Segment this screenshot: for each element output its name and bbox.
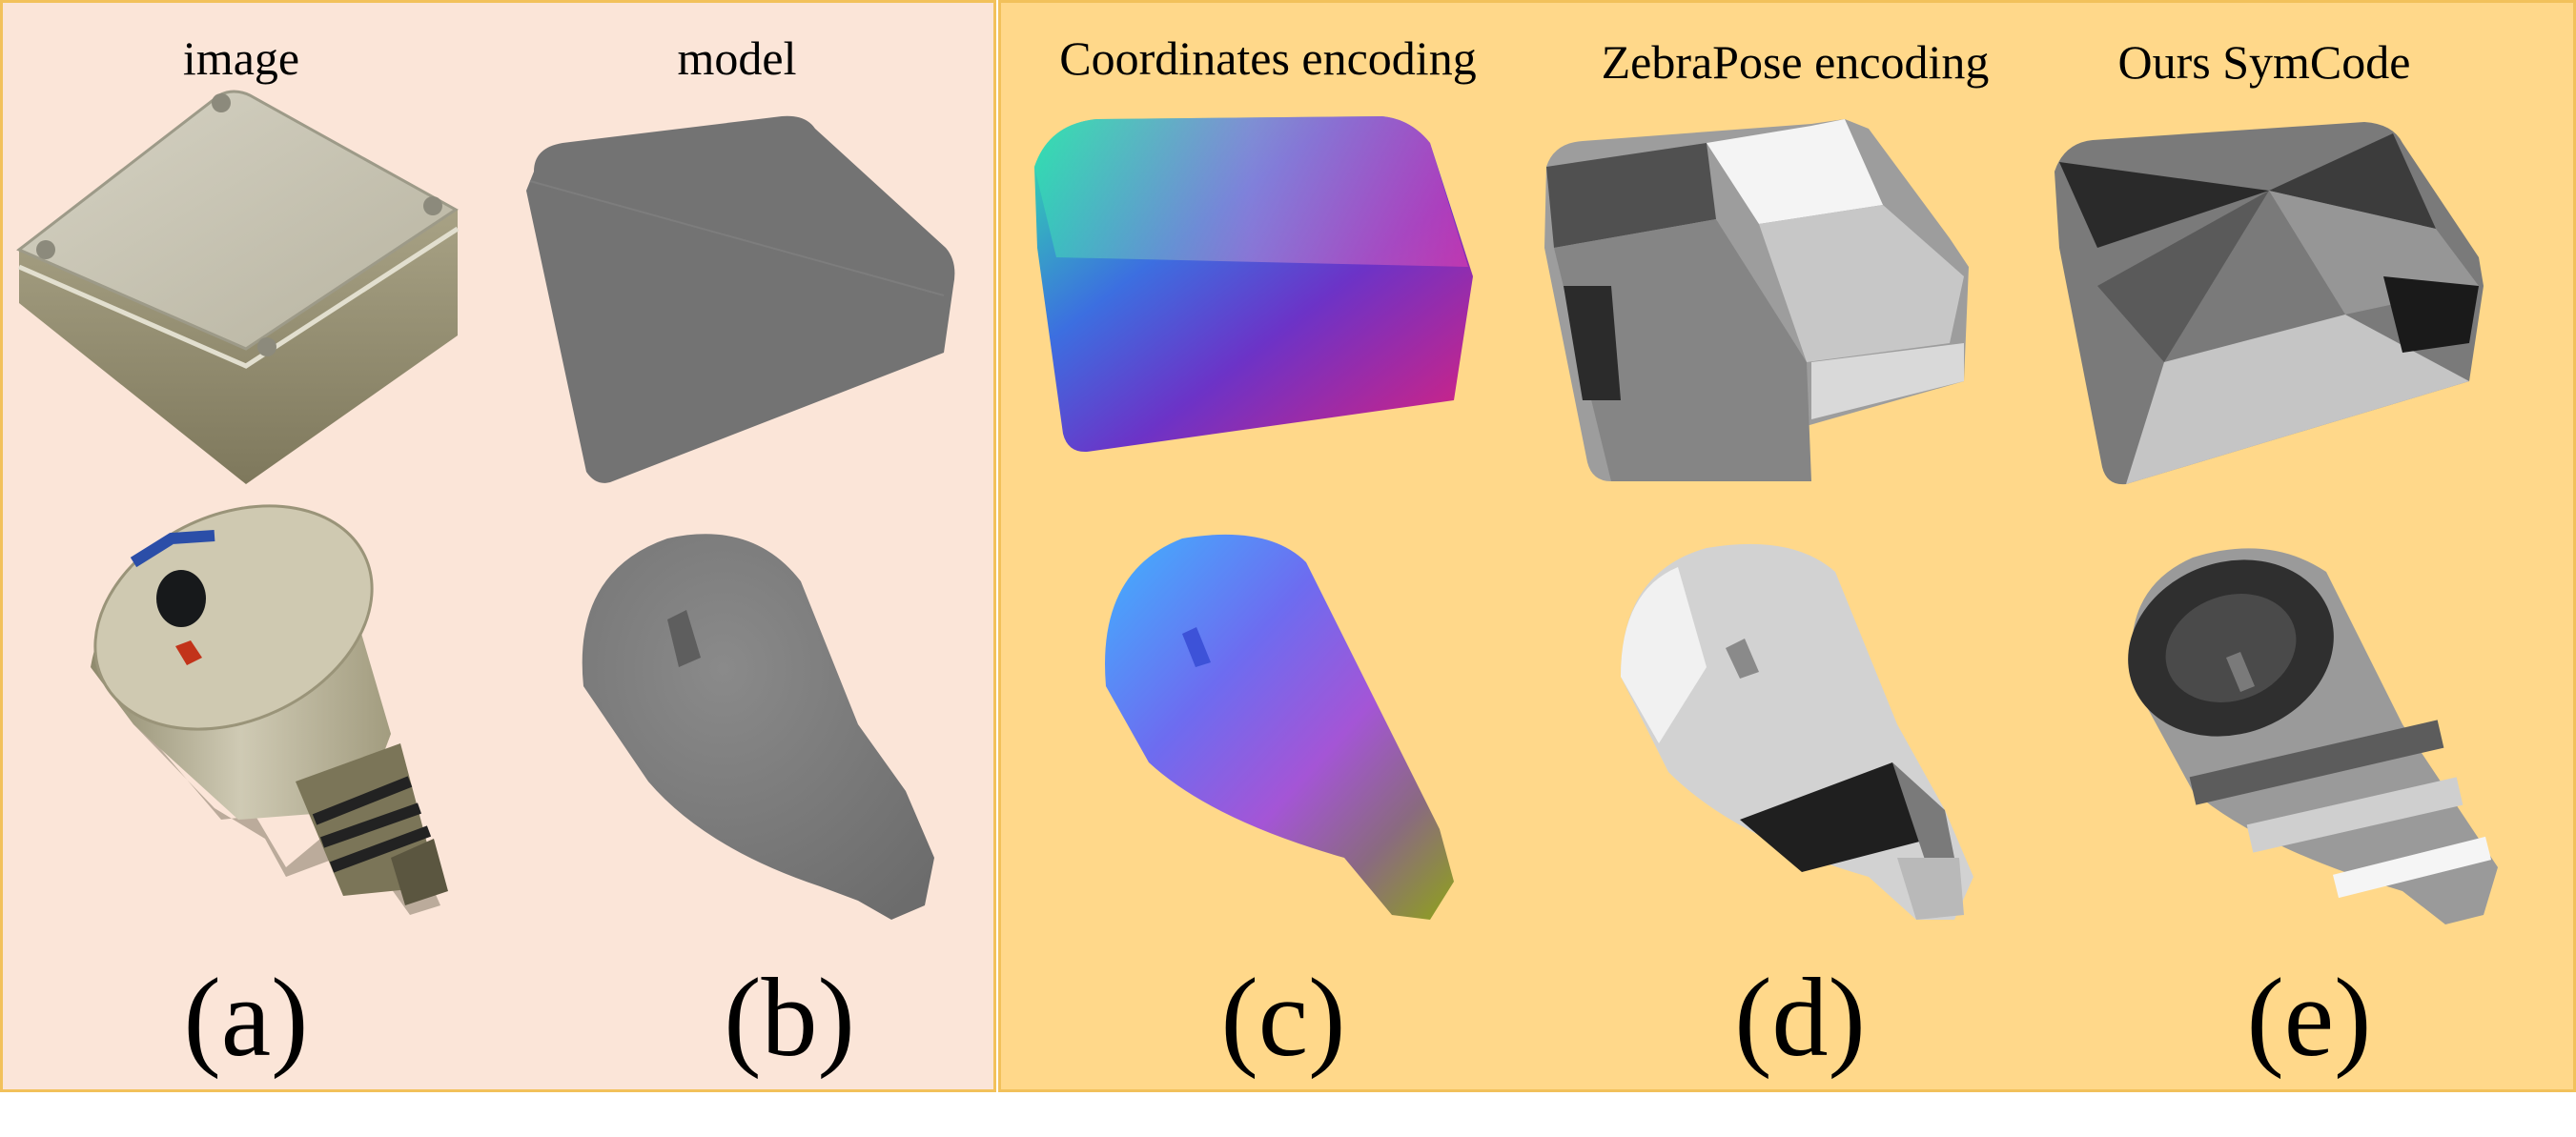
label-d: (d): [1734, 955, 1866, 1080]
header-coordinates-encoding: Coordinates encoding: [1059, 31, 1477, 85]
label-e: (e): [2246, 955, 2372, 1080]
photo-junction-box: [16, 90, 460, 484]
header-model: model: [677, 31, 797, 85]
label-c: (c): [1220, 955, 1346, 1080]
photo-cylindrical-sensor: [91, 504, 448, 915]
zebrapose-sensor: [1621, 543, 1973, 920]
header-image: image: [182, 31, 300, 85]
coord-encoding-sensor: [1105, 534, 1454, 920]
label-a: (a): [183, 955, 309, 1080]
header-zebrapose-encoding: ZebraPose encoding: [1601, 35, 1990, 89]
model-cylindrical-sensor: [582, 534, 934, 920]
symcode-box: [2055, 122, 2484, 485]
symcode-sensor: [2128, 548, 2498, 924]
model-junction-box: [526, 115, 955, 483]
header-ours-symcode: Ours SymCode: [2117, 35, 2411, 89]
zebrapose-box: [1544, 119, 1969, 481]
label-b: (b): [724, 955, 855, 1080]
coord-encoding-box: [1034, 116, 1473, 453]
